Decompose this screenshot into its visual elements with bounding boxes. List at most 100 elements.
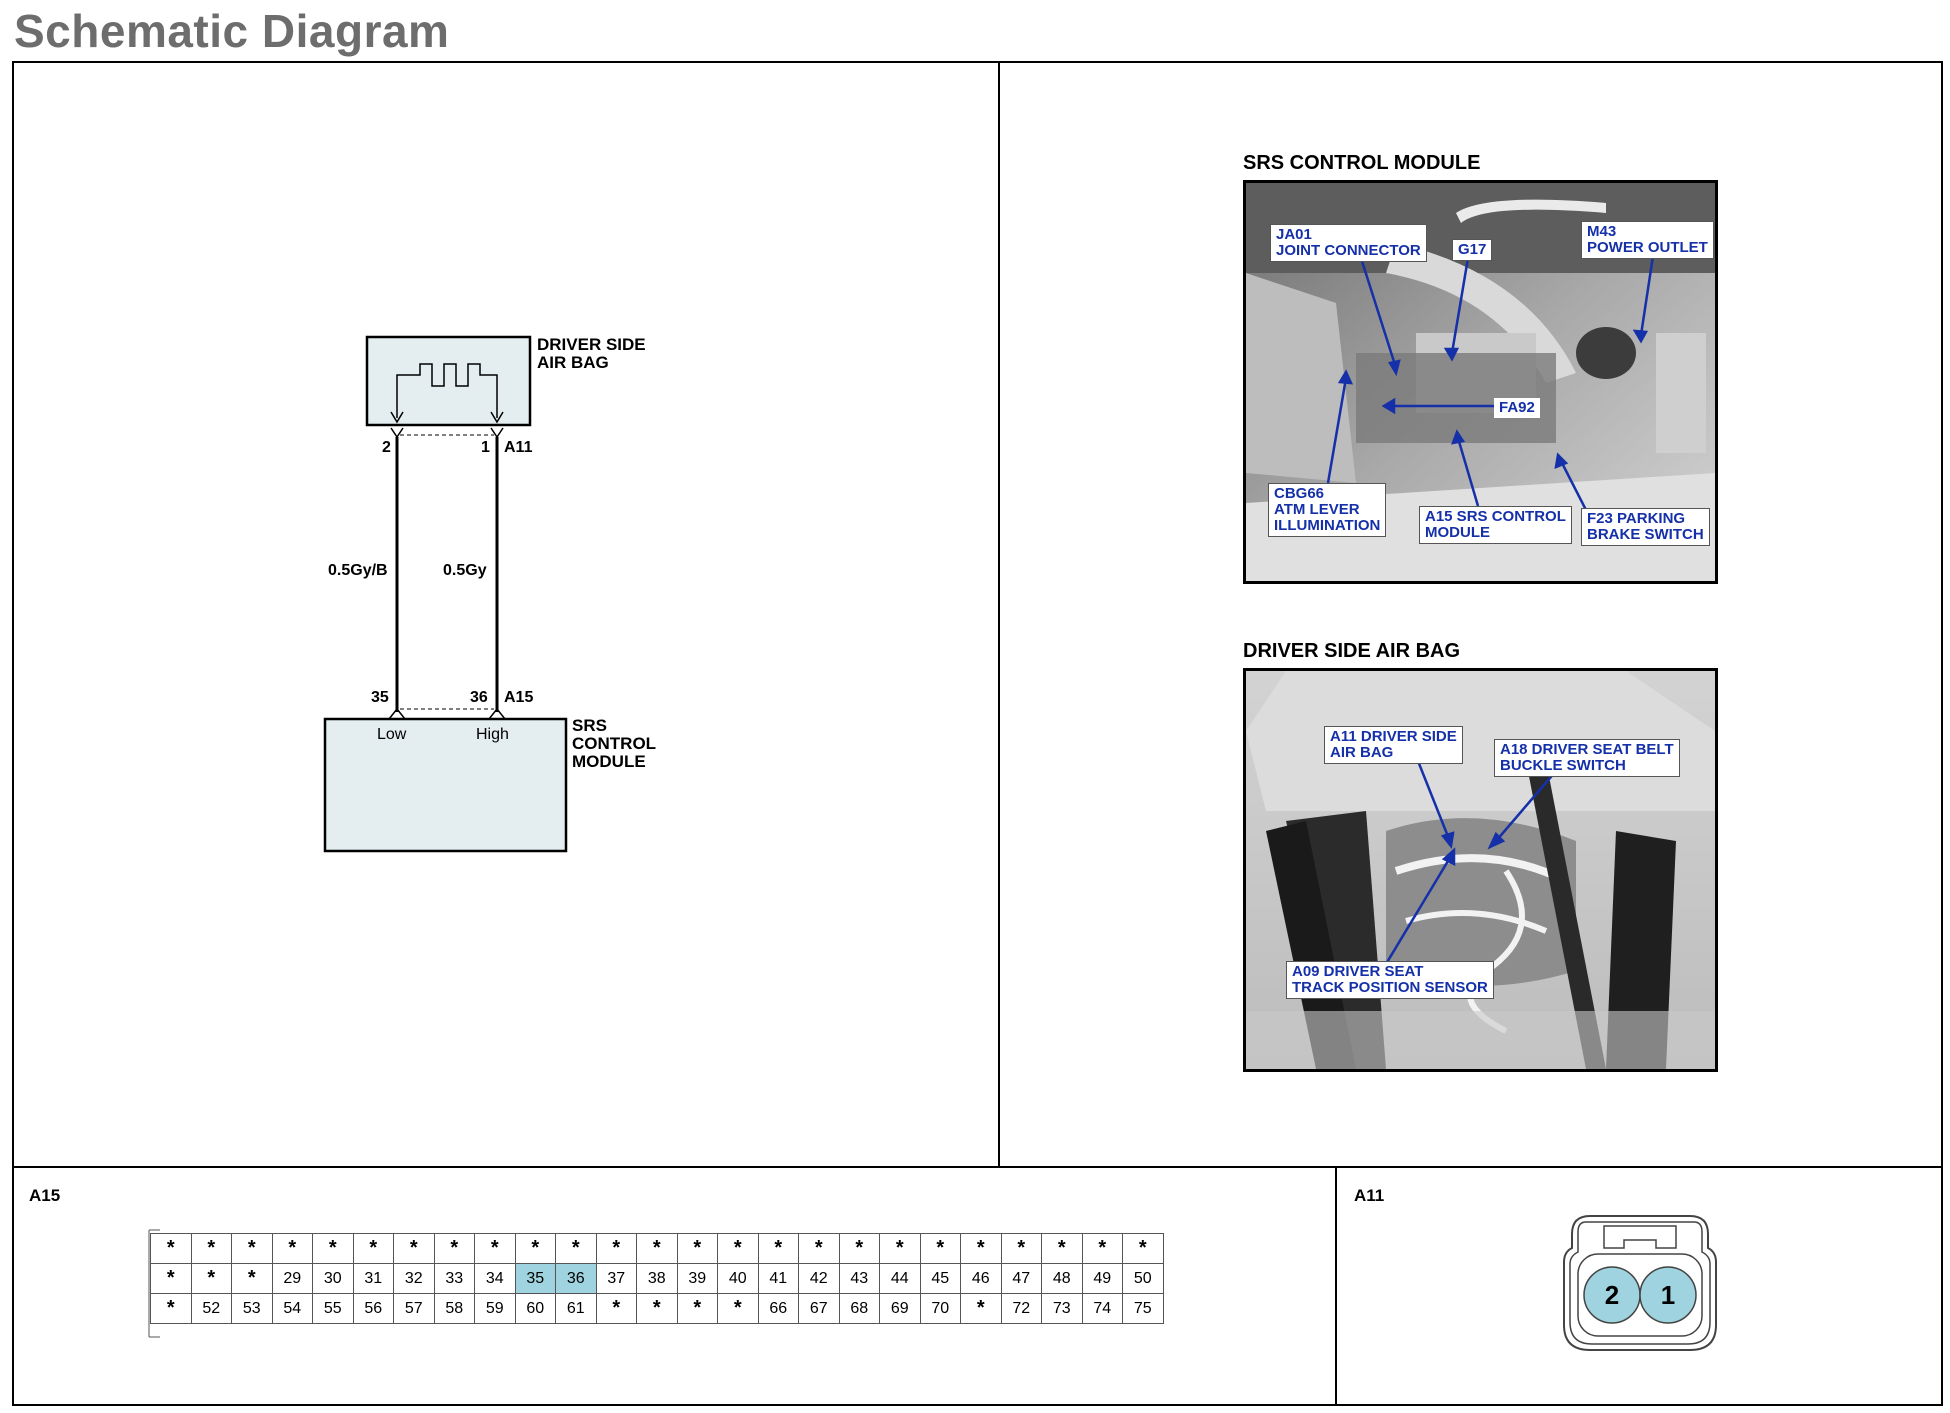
connector-a15-pin: *	[514, 1233, 556, 1264]
connector-a15-pin: 48	[1041, 1263, 1083, 1294]
connector-a15-pin: *	[352, 1233, 394, 1264]
connector-a15-label: A15	[29, 1186, 61, 1205]
connector-a15-pin: *	[676, 1293, 718, 1324]
connector-a15-pin: *	[919, 1233, 961, 1264]
connector-a11-pin-1	[1639, 1266, 1697, 1324]
connector-a15-pin: *	[150, 1263, 192, 1294]
connector-a15-pin: *	[231, 1233, 273, 1264]
module-pin-left-chevron	[388, 707, 406, 720]
connector-a15-pin: 46	[960, 1263, 1002, 1294]
module-port-low: Low	[377, 726, 407, 743]
callout-cbg66: CBG66 ATM LEVER ILLUMINATION	[1268, 483, 1387, 537]
connector-a15-pin: 44	[879, 1263, 921, 1294]
connector-a15-pin: 34	[474, 1263, 516, 1294]
connector-a15-pin: 59	[474, 1293, 516, 1324]
connector-a11-face: 2 1	[1563, 1215, 1717, 1351]
connector-a15-pin: 50	[1122, 1263, 1164, 1294]
connector-a15-pin: 58	[433, 1293, 475, 1324]
connector-a15-pin: 66	[757, 1293, 799, 1324]
connector-a11-latch	[1603, 1225, 1677, 1249]
airbag-photo-title: DRIVER SIDE AIR BAG	[1243, 640, 1461, 662]
connector-a15-pin: *	[433, 1233, 475, 1264]
connector-a15-pin: *	[1122, 1233, 1164, 1264]
connector-a15-pin: *	[838, 1233, 880, 1264]
module-pin-right-chevron	[488, 707, 506, 720]
connector-a15-pin: 31	[352, 1263, 394, 1294]
connector-a15-pin: 52	[190, 1293, 232, 1324]
callout-a11: A11 DRIVER SIDE AIR BAG	[1324, 726, 1463, 764]
wire-right-label: 0.5Gy	[443, 562, 487, 579]
callout-a18: A18 DRIVER SEAT BELT BUCKLE SWITCH	[1494, 739, 1680, 777]
airbag-label-line1: DRIVER SIDE	[537, 335, 646, 354]
connector-a15-pin: 47	[1000, 1263, 1042, 1294]
connector-a15-pin: *	[190, 1233, 232, 1264]
airbag-box	[365, 335, 532, 427]
connector-a15-row: *************************	[150, 1233, 1164, 1264]
connector-a15-pin: *	[1000, 1233, 1042, 1264]
connector-a15-pin: 60	[514, 1293, 556, 1324]
connector-a15-pin: *	[1081, 1233, 1123, 1264]
module-port-high: High	[476, 726, 509, 743]
connector-a15-pin: 40	[717, 1263, 759, 1294]
connector-a15-pin: 30	[312, 1263, 354, 1294]
callout-a15: A15 SRS CONTROL MODULE	[1419, 506, 1572, 544]
schematic-diagram: DRIVER SIDE AIR BAG 2 1 A11 0.5Gy/B 0.5G…	[323, 335, 656, 853]
callout-a09: A09 DRIVER SEAT TRACK POSITION SENSOR	[1286, 961, 1494, 999]
connector-a15-pin: 53	[231, 1293, 273, 1324]
connector-a15-pin: *	[717, 1233, 759, 1264]
connector-a15-pin: 29	[271, 1263, 313, 1294]
srs-photo-arrows	[1326, 255, 1655, 511]
connector-a15-pin: 55	[312, 1293, 354, 1324]
module-label-line1: SRS	[572, 716, 607, 735]
connector-a15-pin: *	[879, 1233, 921, 1264]
airbag-pin-right: 1	[481, 439, 490, 456]
connector-a15-pin: 37	[595, 1263, 637, 1294]
connector-a15-pin: *	[190, 1263, 232, 1294]
module-label-line2: CONTROL	[572, 734, 656, 753]
connector-a15-pin: *	[636, 1233, 678, 1264]
module-pin-left: 35	[371, 689, 389, 706]
connector-a15-pin: *	[960, 1233, 1002, 1264]
connector-a15-pin: 43	[838, 1263, 880, 1294]
module-label-line3: MODULE	[572, 752, 646, 771]
connector-a11-pin-1-label: 1	[1661, 1280, 1675, 1310]
connector-a15-pin: 73	[1041, 1293, 1083, 1324]
connector-a15-pin: 74	[1081, 1293, 1123, 1324]
connector-a15-pin: 42	[798, 1263, 840, 1294]
connector-a15-pin: 45	[919, 1263, 961, 1294]
connector-a15-tabs	[148, 1229, 160, 1338]
connector-a15-pin: *	[150, 1293, 192, 1324]
module-pin-right: 36	[470, 689, 488, 706]
connector-a15-pin: *	[312, 1233, 354, 1264]
callout-ja01: JA01 JOINT CONNECTOR	[1270, 224, 1427, 262]
connector-a15-pin: *	[1041, 1233, 1083, 1264]
connector-a11-pin-2-label: 2	[1605, 1280, 1619, 1310]
connector-a15-pin: *	[960, 1293, 1002, 1324]
connector-a15-pin: 35	[514, 1263, 556, 1294]
connector-a15-pin: 49	[1081, 1263, 1123, 1294]
module-connector-id: A15	[504, 689, 533, 706]
connector-a15-pin: *	[393, 1233, 435, 1264]
callout-f23: F23 PARKING BRAKE SWITCH	[1581, 508, 1710, 546]
connector-a15-pin: 69	[879, 1293, 921, 1324]
wire-left-label: 0.5Gy/B	[328, 562, 388, 579]
callout-m43: M43 POWER OUTLET	[1581, 221, 1714, 259]
connector-a15-pin: 68	[838, 1293, 880, 1324]
callout-g17: G17	[1452, 239, 1493, 261]
connector-a15-pin: 33	[433, 1263, 475, 1294]
srs-photo: JA01 JOINT CONNECTOR G17 M43 POWER OUTLE…	[1243, 180, 1718, 584]
connector-a15-pin: *	[595, 1293, 637, 1324]
connector-a15-pin: 32	[393, 1263, 435, 1294]
connector-a15-pin: *	[717, 1293, 759, 1324]
connector-a15-pin: 38	[636, 1263, 678, 1294]
connector-a15-pin: 72	[1000, 1293, 1042, 1324]
page-title: Schematic Diagram	[14, 5, 450, 57]
connector-a15-pin: 75	[1122, 1293, 1164, 1324]
connector-a15-pin: *	[798, 1233, 840, 1264]
airbag-pin-left-chevron	[390, 427, 404, 439]
callout-fa92: FA92	[1494, 398, 1540, 418]
connector-a15-pin: *	[676, 1233, 718, 1264]
